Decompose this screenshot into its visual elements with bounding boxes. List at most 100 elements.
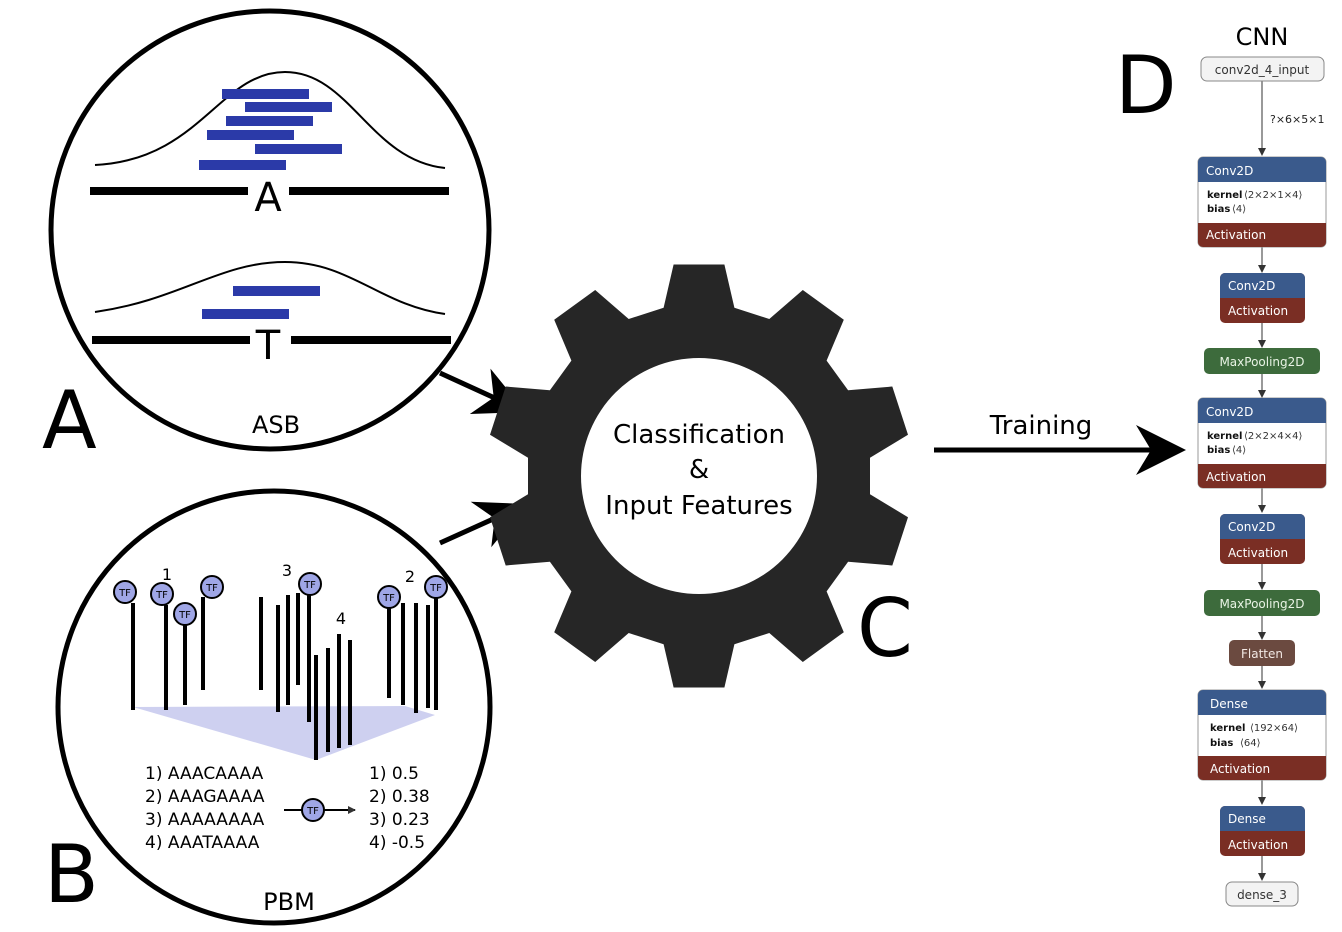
svg-text:Flatten: Flatten bbox=[1241, 647, 1283, 661]
tf-icon: TF bbox=[150, 582, 174, 606]
probe-group-label: 3 bbox=[282, 561, 292, 580]
svg-text:Dense: Dense bbox=[1228, 812, 1266, 826]
read-bar bbox=[255, 144, 342, 154]
svg-text:Conv2D: Conv2D bbox=[1228, 520, 1275, 534]
tf-icon: TF bbox=[200, 575, 224, 599]
cnn-input-node: conv2d_4_input bbox=[1200, 56, 1325, 82]
cnn-maxpooling-node: MaxPooling2D bbox=[1204, 348, 1320, 374]
svg-text:Activation: Activation bbox=[1206, 470, 1266, 484]
asb-panel: A T ASB bbox=[48, 8, 492, 452]
score-item: 1) 0.5 bbox=[369, 764, 419, 784]
asb-peak-bottom bbox=[94, 260, 446, 315]
panel-letter-a: A bbox=[42, 374, 97, 467]
allele-t-label: T bbox=[255, 323, 281, 369]
sequence-item: 4) AAATAAAA bbox=[145, 833, 260, 853]
svg-text:⟨192×64⟩: ⟨192×64⟩ bbox=[1250, 723, 1298, 734]
probe-group-label: 2 bbox=[405, 567, 415, 586]
read-bar bbox=[226, 116, 313, 126]
svg-text:bias: bias bbox=[1210, 738, 1233, 749]
svg-text:TF: TF bbox=[155, 590, 168, 601]
svg-text:Activation: Activation bbox=[1228, 838, 1288, 852]
read-bar bbox=[202, 309, 289, 319]
svg-text:Activation: Activation bbox=[1228, 304, 1288, 318]
sequence-item: 2) AAAGAAAA bbox=[145, 787, 265, 807]
asb-caption: ASB bbox=[252, 411, 300, 439]
score-item: 3) 0.23 bbox=[369, 810, 430, 830]
sequence-item: 3) AAAAAAAA bbox=[145, 810, 265, 830]
dna-strand-top-left bbox=[90, 187, 248, 195]
svg-text:TF: TF bbox=[303, 580, 316, 591]
svg-text:⟨4⟩: ⟨4⟩ bbox=[1232, 445, 1246, 456]
svg-text:TF: TF bbox=[178, 610, 191, 621]
training-label: Training bbox=[989, 411, 1093, 441]
cnn-maxpooling-node: MaxPooling2D bbox=[1204, 590, 1320, 616]
probe-group-label: 4 bbox=[336, 609, 346, 628]
pbm-panel: TF TF TF TF TF TF TF 1 3 4 2 bbox=[55, 488, 493, 926]
panel-letter-c: C bbox=[857, 582, 913, 675]
svg-text:dense_3: dense_3 bbox=[1237, 888, 1287, 902]
cnn-conv2d-node: Conv2D kernel ⟨2×2×4×4⟩ bias ⟨4⟩ Activat… bbox=[1197, 397, 1327, 489]
cnn-flatten-node: Flatten bbox=[1229, 640, 1295, 666]
tf-icon: TF bbox=[173, 602, 197, 626]
score-item: 2) 0.38 bbox=[369, 787, 430, 807]
cnn-conv2d-node: Conv2D Activation bbox=[1220, 514, 1305, 564]
gear-icon: Classification & Input Features bbox=[490, 264, 908, 688]
tf-icon: TF bbox=[298, 572, 322, 596]
score-item: 4) -0.5 bbox=[369, 833, 425, 853]
pbm-caption: PBM bbox=[263, 888, 315, 916]
sequence-item: 1) AAACAAAA bbox=[145, 764, 264, 784]
svg-text:MaxPooling2D: MaxPooling2D bbox=[1219, 597, 1304, 611]
cnn-output-node: dense_3 bbox=[1225, 881, 1299, 907]
panel-letter-b: B bbox=[44, 828, 99, 921]
read-bar bbox=[222, 89, 309, 99]
svg-text:bias: bias bbox=[1207, 445, 1230, 456]
tf-icon: TF bbox=[424, 575, 448, 599]
svg-text:Activation: Activation bbox=[1206, 228, 1266, 242]
gear-label-line1: Classification bbox=[613, 420, 785, 450]
svg-text:Dense: Dense bbox=[1210, 697, 1248, 711]
svg-text:kernel: kernel bbox=[1207, 431, 1242, 442]
read-bar bbox=[199, 160, 286, 170]
svg-text:Activation: Activation bbox=[1210, 762, 1270, 776]
svg-text:TF: TF bbox=[306, 806, 319, 817]
svg-text:kernel: kernel bbox=[1207, 190, 1242, 201]
dna-strand-top-right bbox=[289, 187, 449, 195]
read-bar bbox=[245, 102, 332, 112]
svg-text:TF: TF bbox=[118, 588, 131, 599]
asb-peak-top bbox=[94, 70, 446, 169]
svg-text:kernel: kernel bbox=[1210, 723, 1245, 734]
cnn-dense-node: Dense Activation bbox=[1220, 806, 1305, 856]
array-plane bbox=[133, 706, 435, 760]
svg-text:bias: bias bbox=[1207, 204, 1230, 215]
asb-circle bbox=[48, 8, 492, 452]
tf-icon: TF bbox=[113, 580, 137, 604]
cnn-title: CNN bbox=[1236, 23, 1289, 51]
probes bbox=[131, 593, 438, 760]
svg-text:TF: TF bbox=[429, 583, 442, 594]
svg-text:Conv2D: Conv2D bbox=[1206, 405, 1253, 419]
svg-text:⟨2×2×1×4⟩: ⟨2×2×1×4⟩ bbox=[1244, 190, 1302, 201]
allele-a-label: A bbox=[254, 175, 282, 221]
cnn-conv2d-node: Conv2D kernel ⟨2×2×1×4⟩ bias ⟨4⟩ Activat… bbox=[1197, 156, 1327, 248]
tf-icon: TF bbox=[377, 585, 401, 609]
gear-label-line2: & bbox=[689, 455, 709, 485]
dna-strand-bottom-left bbox=[92, 336, 250, 344]
panel-letter-d: D bbox=[1115, 39, 1177, 132]
svg-text:MaxPooling2D: MaxPooling2D bbox=[1219, 355, 1304, 369]
input-shape-label: ?×6×5×1 bbox=[1270, 113, 1324, 126]
svg-text:⟨4⟩: ⟨4⟩ bbox=[1232, 204, 1246, 215]
gear-label-line3: Input Features bbox=[605, 491, 792, 521]
svg-text:Conv2D: Conv2D bbox=[1206, 164, 1253, 178]
svg-text:⟨64⟩: ⟨64⟩ bbox=[1240, 738, 1261, 749]
svg-text:Activation: Activation bbox=[1228, 546, 1288, 560]
svg-text:conv2d_4_input: conv2d_4_input bbox=[1215, 63, 1310, 77]
cnn-conv2d-node: Conv2D Activation bbox=[1220, 273, 1305, 323]
tf-icon: TF bbox=[301, 798, 325, 822]
read-bar bbox=[207, 130, 294, 140]
dna-strand-bottom-right bbox=[291, 336, 451, 344]
svg-text:TF: TF bbox=[382, 593, 395, 604]
svg-text:⟨2×2×4×4⟩: ⟨2×2×4×4⟩ bbox=[1244, 431, 1302, 442]
read-bar bbox=[233, 286, 320, 296]
cnn-graph: ?×6×5×1 conv2d_4_input Conv2D kernel ⟨2×… bbox=[1197, 56, 1327, 907]
svg-text:TF: TF bbox=[205, 583, 218, 594]
